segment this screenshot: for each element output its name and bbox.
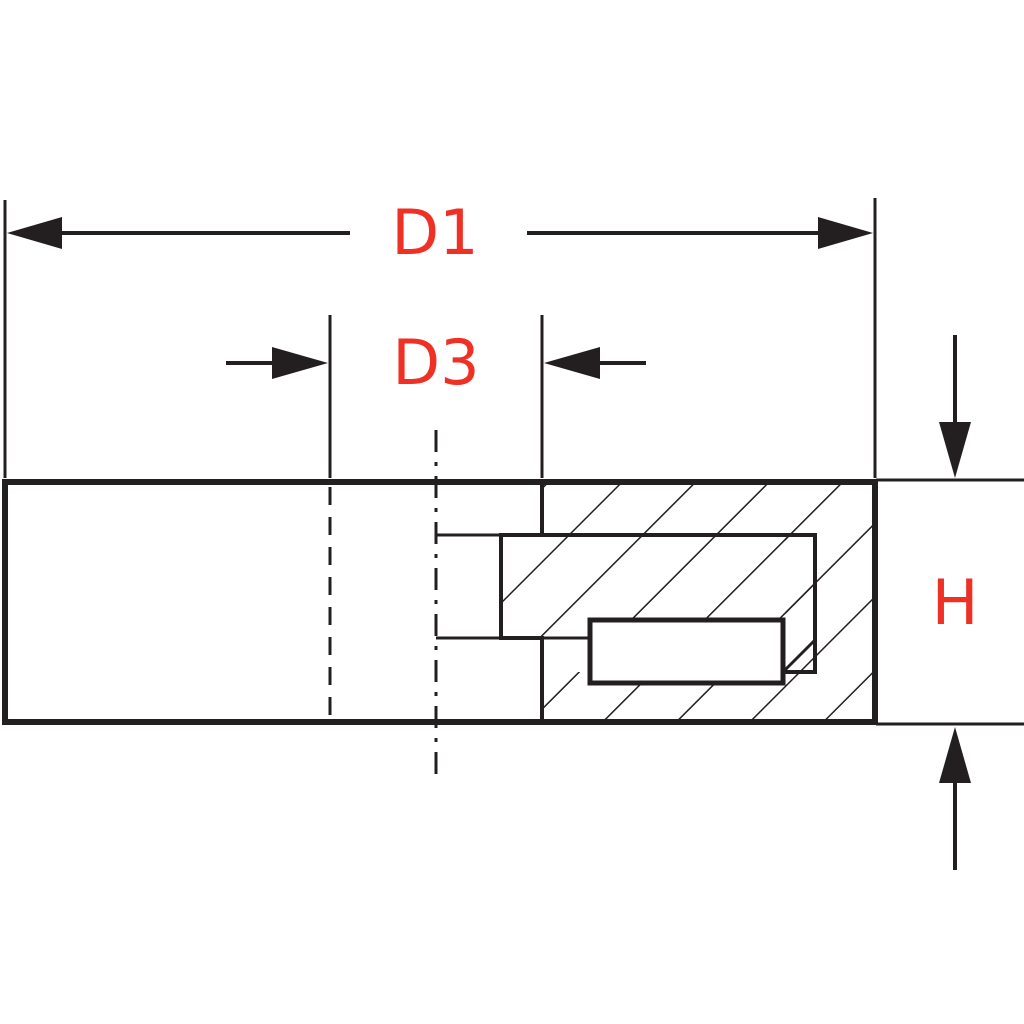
d1-dimension: D1 <box>3 196 877 478</box>
d1-arrowhead-left <box>7 217 62 249</box>
h-dimension: H <box>876 335 1024 870</box>
d1-arrowhead-right <box>818 217 873 249</box>
h-label: H <box>932 566 979 639</box>
d3-label: D3 <box>392 326 479 399</box>
slot-chamfer-line <box>781 638 817 674</box>
d3-arrowhead-left <box>272 347 328 379</box>
h-arrowhead-bottom <box>939 727 971 783</box>
h-arrowhead-top <box>939 422 971 478</box>
part-cross-section <box>2 430 878 775</box>
insert-outer-outline <box>540 482 817 674</box>
d3-dimension: D3 <box>226 315 646 478</box>
d3-arrowhead-right <box>544 347 600 379</box>
slot-cutout <box>587 617 786 686</box>
d1-label: D1 <box>391 196 478 269</box>
part-outline <box>2 479 878 725</box>
